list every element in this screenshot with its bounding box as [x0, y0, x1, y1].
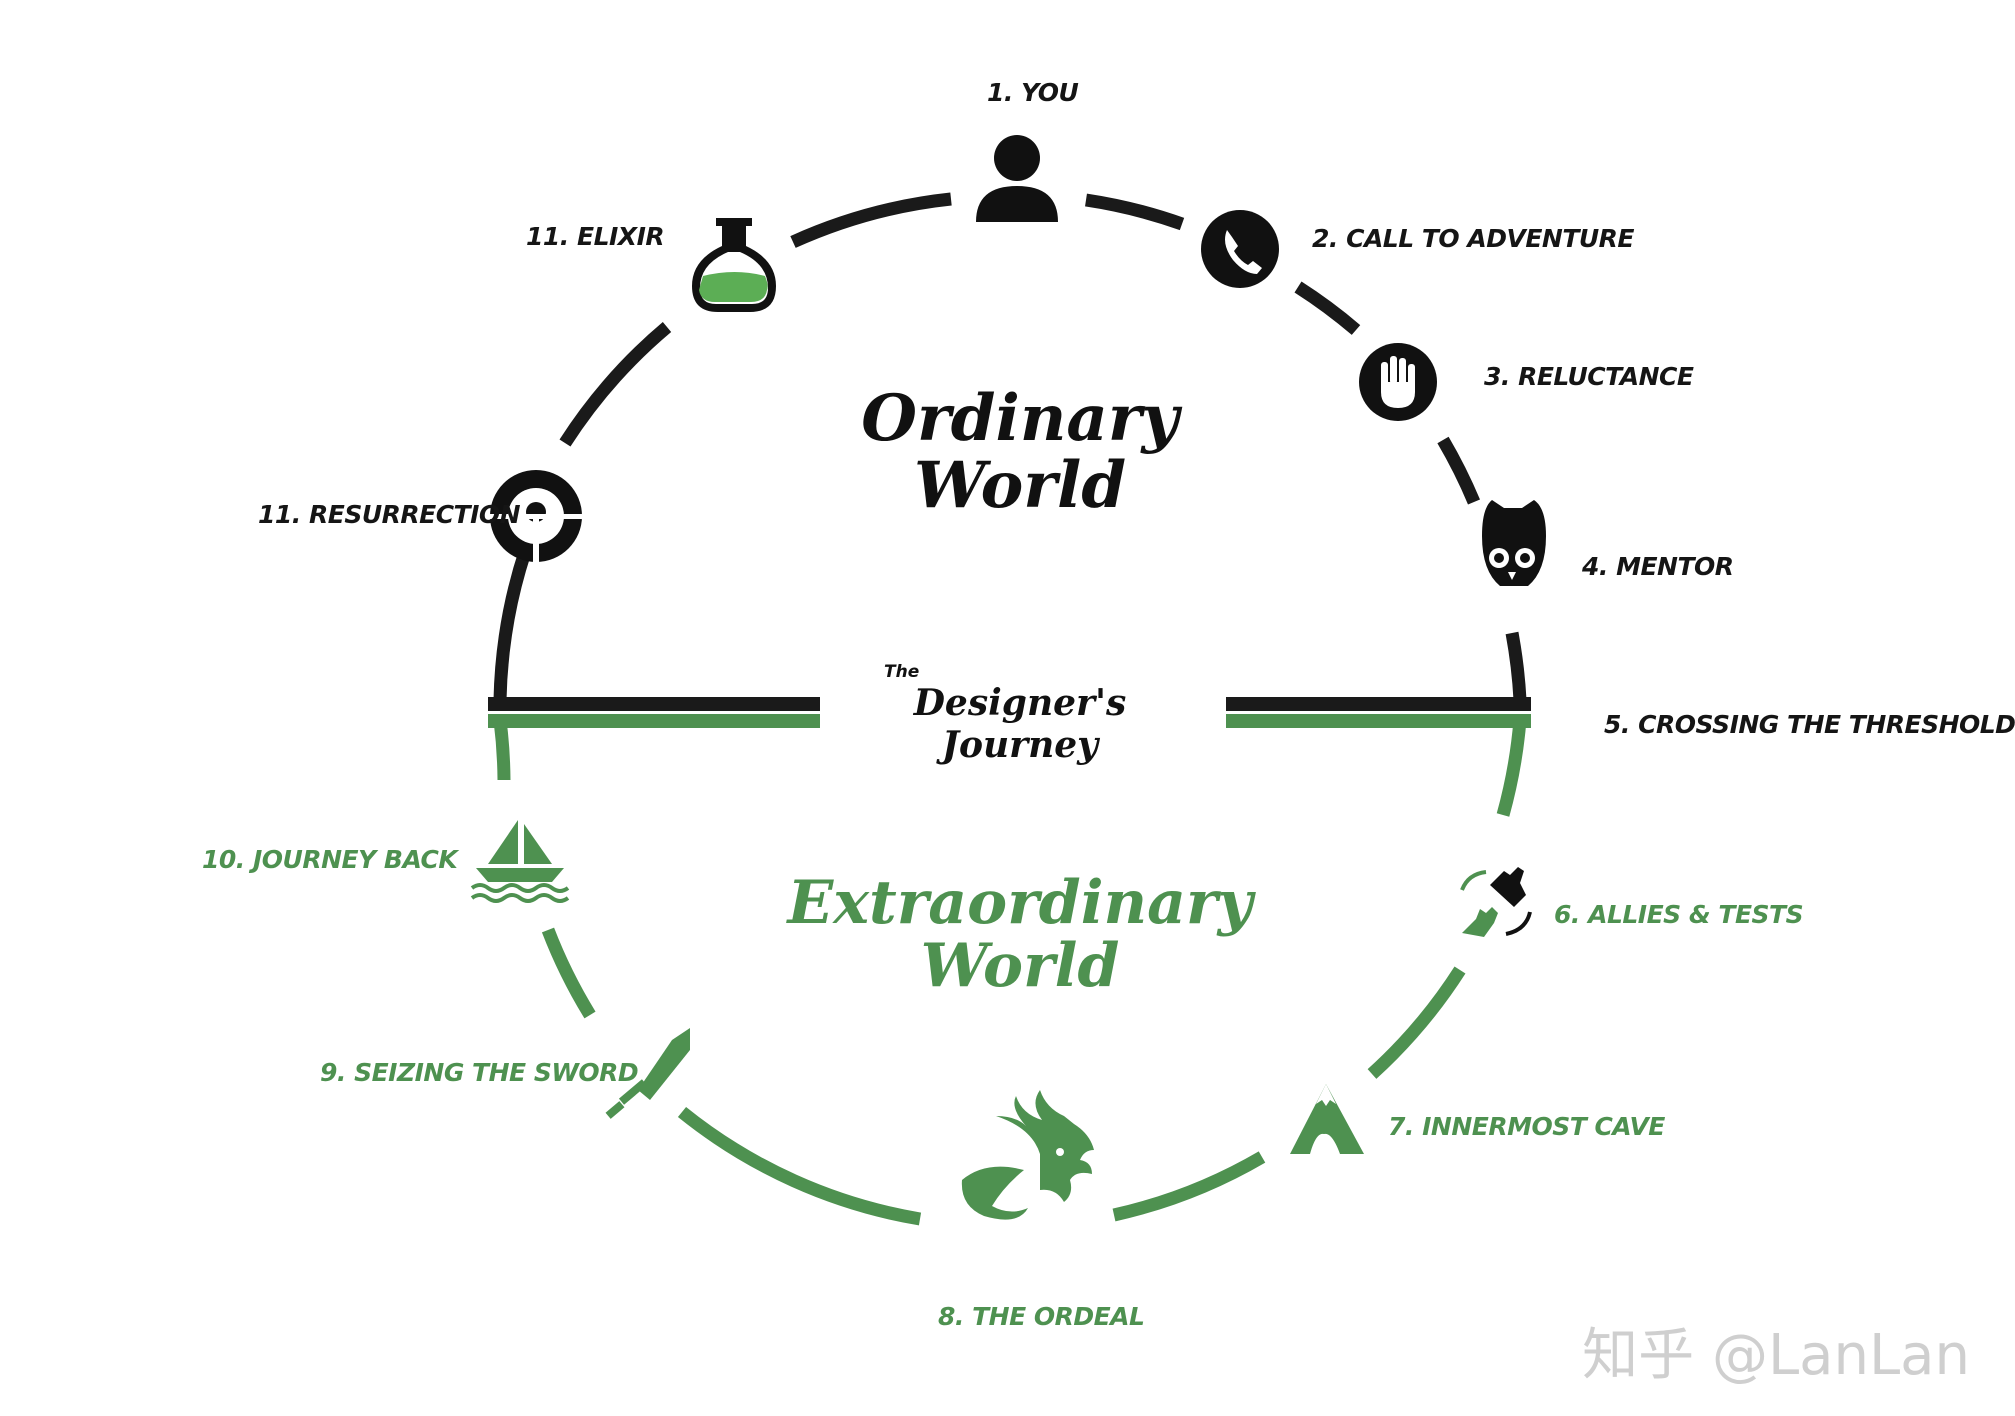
band-left-dark	[488, 697, 820, 711]
extraordinary-title-line1: Extraordinary	[787, 868, 1253, 938]
owl-icon	[1482, 500, 1546, 586]
stage-label-you: 1. YOU	[987, 78, 1079, 107]
band-right-green	[1226, 714, 1531, 728]
flask-icon	[692, 218, 776, 312]
stage-label-resurrection: 11. RESURRECTION	[258, 500, 521, 529]
band-title-big: Designer's Journey	[913, 682, 1127, 766]
arc-segment	[790, 192, 952, 248]
band-title-small: The	[884, 662, 920, 682]
arc-segment	[1496, 719, 1527, 817]
mountain-cave-icon	[1290, 1084, 1364, 1154]
ordinary-title-line2: World	[913, 448, 1127, 524]
dragon-icon	[961, 1090, 1094, 1220]
stage-label-ordeal: 8. THE ORDEAL	[938, 1302, 1145, 1331]
arc-segment	[541, 927, 596, 1019]
threshold-band	[488, 697, 1531, 728]
stage-label-call-to-adventure: 2. CALL TO ADVENTURE	[1312, 224, 1635, 253]
arc-segment	[493, 719, 511, 781]
stage-label-seizing-sword: 9. SEIZING THE SWORD	[320, 1058, 639, 1087]
ordinary-title-line1: Ordinary	[861, 381, 1179, 456]
stage-label-innermost-cave: 7. INNERMOST CAVE	[1388, 1112, 1665, 1141]
extraordinary-title-line2: World	[920, 931, 1120, 1001]
stage-label-journey-back: 10. JOURNEY BACK	[202, 845, 458, 874]
ordinary-world-title: Ordinary World	[820, 381, 1220, 524]
stage-label-mentor: 4. MENTOR	[1582, 552, 1734, 581]
person-icon	[976, 135, 1058, 222]
stage-label-allies-tests: 6. ALLIES & TESTS	[1554, 900, 1804, 929]
arc-segment	[677, 1106, 922, 1226]
stage-label-reluctance: 3. RELUCTANCE	[1484, 362, 1694, 391]
extraordinary-world-arc	[493, 719, 1527, 1226]
hand-stop-icon	[1359, 343, 1437, 421]
stage-label-crossing-threshold: 5. CROSSING THE THRESHOLD	[1604, 710, 2015, 739]
arc-segment	[1367, 966, 1466, 1079]
designers-journey-title: The Designer's Journey	[830, 662, 1210, 766]
arc-segment	[1085, 193, 1185, 231]
allies-hands-icon	[1460, 867, 1532, 937]
resurrection-icon	[490, 470, 582, 562]
sword-icon	[605, 1028, 690, 1119]
band-right-dark	[1226, 697, 1531, 711]
stage-label-elixir: 11. ELIXIR	[526, 222, 665, 251]
arc-segment	[1505, 631, 1527, 701]
arc-segment	[559, 322, 672, 447]
arc-segment	[1437, 436, 1480, 505]
extraordinary-world-title: Extraordinary World	[740, 872, 1300, 998]
arc-segment	[1112, 1151, 1266, 1222]
phone-icon	[1201, 210, 1279, 288]
sailboat-icon	[470, 820, 570, 903]
band-left-green	[488, 714, 820, 728]
arc-segment	[1294, 281, 1361, 335]
watermark: 知乎 @LanLan	[1582, 1323, 1970, 1388]
